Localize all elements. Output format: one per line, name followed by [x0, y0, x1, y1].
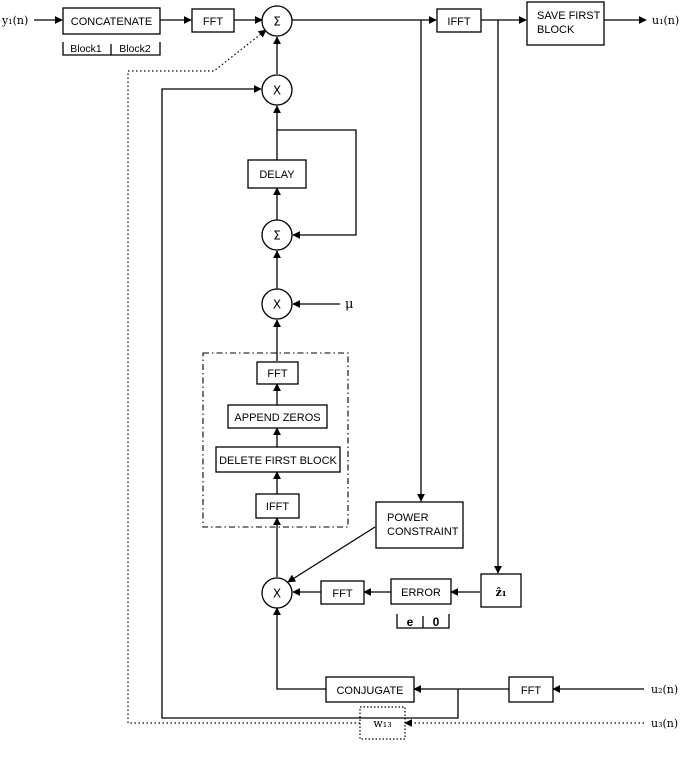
ifft-top-block: IFFT [436, 8, 482, 33]
input-u2-label: u₂(n) [651, 683, 678, 696]
fft-top-block: FFT [191, 8, 235, 33]
w13-block: w₁₃ [359, 706, 406, 740]
input-y1-label: y₁(n) [1, 14, 28, 27]
line-delay-feedback [277, 129, 357, 239]
line-power-to-mult [287, 526, 376, 583]
delete-first-block: DELETE FIRST BLOCK [215, 446, 341, 473]
fft-top-label: FFT [203, 16, 223, 28]
mult-top-symbol: X [273, 84, 281, 98]
delay-label: DELAY [259, 169, 295, 181]
filter-constraint-group [202, 352, 349, 528]
ifft-inner-block: IFFT [255, 493, 300, 519]
ifft-top-label: IFFT [447, 16, 470, 28]
save-first-block: SAVE FIRST BLOCK [526, 1, 605, 46]
fft-bottom-label: FFT [521, 685, 541, 697]
error-block: ERROR [390, 578, 452, 605]
mult-mu-symbol: X [273, 298, 281, 312]
save-first-block-label-1: SAVE FIRST [537, 10, 601, 22]
mult-mu-operator: X [261, 288, 293, 320]
append-zeros-block: APPEND ZEROS [227, 404, 328, 429]
z-hat-label: ẑ₁ [495, 586, 506, 599]
line-conjugate-to-mult [273, 607, 326, 690]
concatenate-block: CONCATENATE [62, 7, 161, 35]
mult-top-operator: X [261, 74, 293, 106]
conjugate-block: CONJUGATE [325, 676, 415, 703]
delay-block: DELAY [247, 159, 307, 189]
mu-label: μ [345, 297, 353, 312]
e-label: e [407, 615, 414, 629]
fft-bottom-block: FFT [508, 676, 554, 703]
line-loop-to-mult-top [161, 85, 459, 719]
power-constraint-label-2: CONSTRAINT [387, 526, 459, 538]
sum-mid-operator: Σ [261, 219, 293, 251]
block1-label: Block1 [70, 43, 102, 55]
zero-label: 0 [433, 615, 440, 629]
line-w13-to-sum [127, 29, 360, 724]
fft-error-label: FFT [332, 588, 352, 600]
output-u1-label: u₁(n) [652, 14, 679, 27]
e-zero-labels: e 0 [396, 614, 450, 629]
mult-bottom-symbol: X [273, 587, 281, 601]
conjugate-label: CONJUGATE [336, 685, 403, 697]
append-zeros-label: APPEND ZEROS [234, 412, 320, 424]
error-label: ERROR [401, 587, 441, 599]
sum-top-symbol: Σ [273, 15, 281, 29]
concatenate-label: CONCATENATE [71, 16, 153, 28]
mult-bottom-operator: X [261, 577, 293, 609]
connection-lines [34, 16, 647, 727]
power-constraint-label-1: POWER [387, 512, 429, 524]
block-split-labels: Block1 Block2 [62, 42, 161, 56]
sum-mid-symbol: Σ [273, 229, 281, 243]
fft-inner-block: FFT [256, 361, 299, 385]
ifft-inner-label: IFFT [266, 501, 289, 513]
sum-top-operator: Σ [261, 5, 293, 37]
w13-label: w₁₃ [373, 717, 391, 730]
input-u3-label: u₃(n) [651, 717, 678, 730]
power-constraint-block: POWER CONSTRAINT [375, 501, 464, 549]
delete-first-block-label: DELETE FIRST BLOCK [219, 455, 337, 467]
fft-inner-label: FFT [267, 368, 287, 380]
z-hat-block: ẑ₁ [480, 573, 522, 608]
block2-label: Block2 [119, 43, 151, 55]
save-first-block-label-2: BLOCK [537, 24, 575, 36]
fft-error-block: FFT [320, 580, 365, 605]
